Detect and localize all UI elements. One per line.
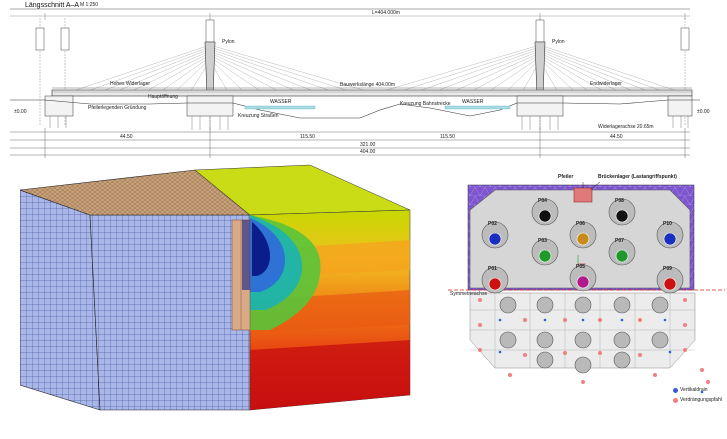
pile-group-plan: P01 P02 P03 P04 P05 P06 P07 P08 P09 P10 … bbox=[440, 160, 727, 434]
callout-bearing: Brückenlager (Lastangriffspunkt) bbox=[598, 174, 677, 180]
pile-P06 bbox=[576, 232, 590, 246]
fem-svg bbox=[19, 164, 411, 411]
label-center-span: Bauwerkslänge 404.00m bbox=[340, 82, 396, 88]
pile-label-P01: P01 bbox=[488, 266, 497, 272]
label-water-right: WASSER bbox=[462, 99, 484, 105]
label-level-right: ±0.00 bbox=[697, 109, 710, 115]
dim-span-1: 44.50 bbox=[120, 134, 133, 140]
label-crossing-right: Kreuzung Bahnstrecke bbox=[400, 101, 451, 107]
plan-svg bbox=[448, 181, 725, 394]
pile-label-P08: P08 bbox=[615, 198, 624, 204]
label-left-abutment: Hohes Widerlager bbox=[110, 81, 151, 87]
dim-total: 404.00 bbox=[360, 149, 376, 155]
symmetry-axis-label: Symmetrieachse bbox=[450, 291, 488, 297]
label-level-left: ±0.00 bbox=[14, 109, 27, 115]
pile-label-P06: P06 bbox=[576, 221, 585, 227]
pile-label-P10: P10 bbox=[663, 221, 672, 227]
callout-pier: Pfeiler bbox=[558, 174, 574, 180]
legend-displacement-pile: Verdrängungspfahl bbox=[680, 397, 722, 403]
label-pylon-left: Pylon bbox=[222, 39, 235, 45]
legend-displacement-pile-marker-icon bbox=[673, 398, 678, 403]
dim-span-3: 115.50 bbox=[440, 134, 455, 140]
drawing-title: Längsschnitt A–A bbox=[25, 2, 80, 9]
pile-P10 bbox=[663, 232, 677, 246]
dim-main: 321.00 bbox=[360, 142, 376, 148]
pile-P03 bbox=[538, 249, 552, 263]
pile-P04 bbox=[538, 209, 552, 223]
pile-label-P07: P07 bbox=[615, 238, 624, 244]
pile-label-P03: P03 bbox=[538, 238, 547, 244]
pile-P07 bbox=[615, 249, 629, 263]
pile-P05 bbox=[576, 275, 590, 289]
pile-label-P05: P05 bbox=[576, 264, 585, 270]
pile-P01 bbox=[488, 277, 502, 291]
dim-span-2: 115.50 bbox=[300, 134, 315, 140]
fem-soil-model-3d bbox=[19, 160, 420, 428]
pile-label-P04: P04 bbox=[538, 198, 547, 204]
label-center-note: Hauptöffnung bbox=[148, 94, 178, 100]
pile-label-P09: P09 bbox=[663, 266, 672, 272]
dim-span-4: 44.50 bbox=[610, 134, 623, 140]
legend-drain-marker-icon bbox=[673, 388, 678, 393]
top-dimension: L=404.000m bbox=[372, 10, 400, 16]
pile-P02 bbox=[488, 232, 502, 246]
pile-label-P02: P02 bbox=[488, 221, 497, 227]
pile-P08 bbox=[615, 209, 629, 223]
label-notes-left: Pfeilerlegenden Gründung bbox=[88, 105, 147, 111]
label-water-left: WASSER bbox=[270, 99, 292, 105]
longitudinal-section-drawing: Längsschnitt A–A M 1:250 L=404.000m Hohe… bbox=[0, 0, 727, 160]
pile-P09 bbox=[663, 277, 677, 291]
label-crossing-left: Kreuzung Straßen bbox=[238, 113, 279, 119]
drawing-scale: M 1:250 bbox=[80, 2, 99, 8]
legend-vertical-drain: Vertikaldrain bbox=[680, 387, 708, 393]
label-right-end: Endwiderlager bbox=[590, 81, 622, 87]
label-pylon-right: Pylon bbox=[552, 39, 565, 45]
label-right-dimension: Widerlagerachse 20.65m bbox=[598, 124, 654, 130]
section-svg bbox=[10, 8, 700, 158]
